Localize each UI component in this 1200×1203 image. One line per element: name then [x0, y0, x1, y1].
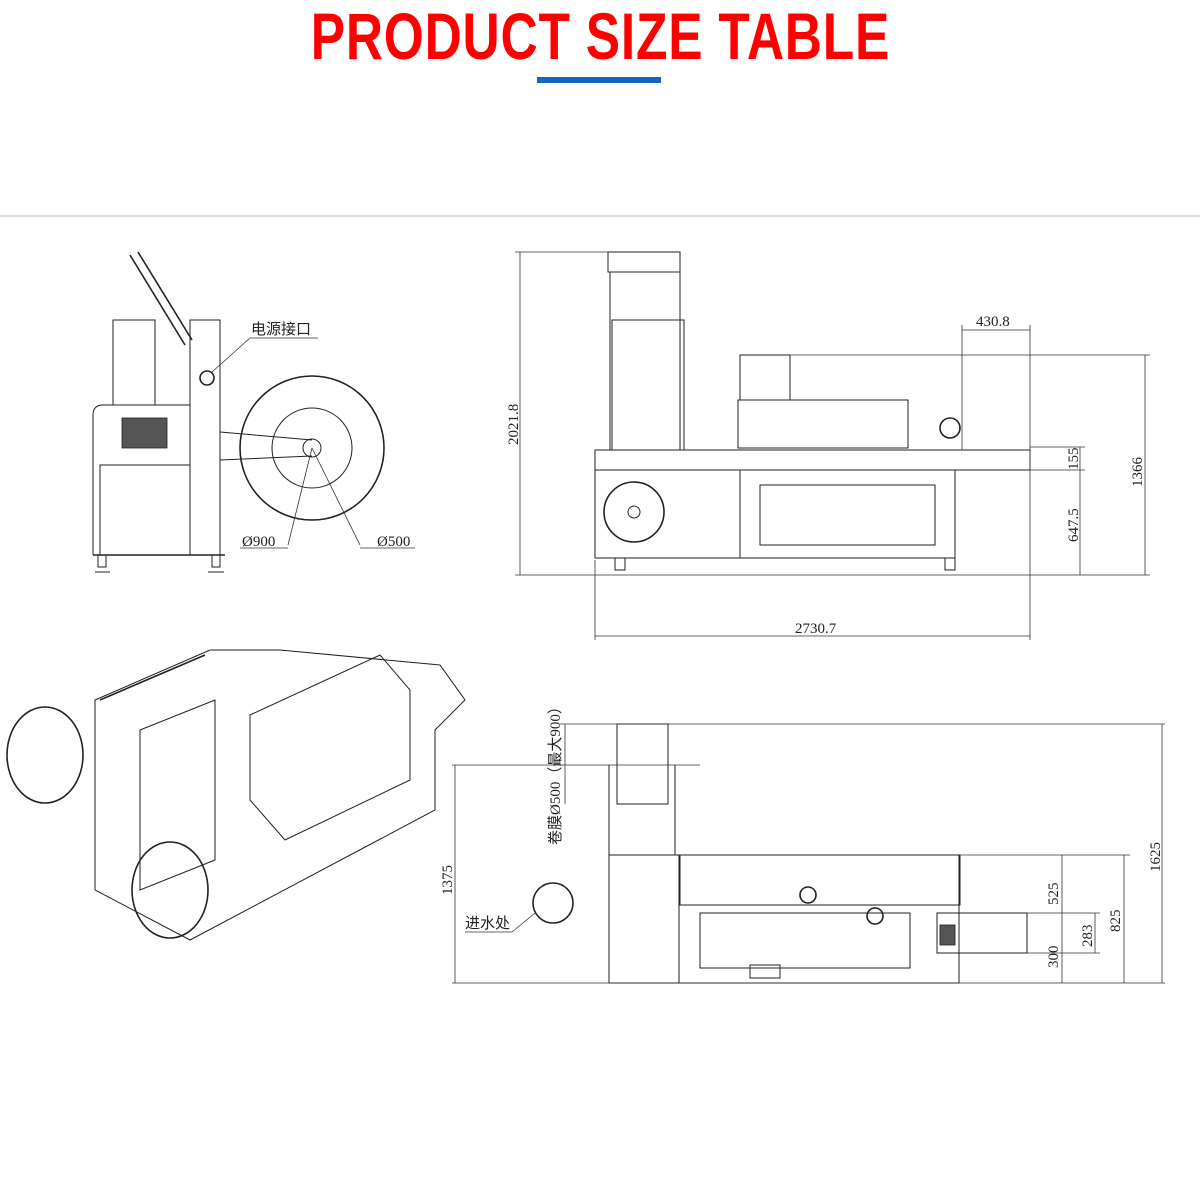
conveyor-height-label: 155: [1066, 448, 1082, 471]
conveyor-width-label: 283: [1080, 925, 1096, 948]
outfeed-length-label: 430.8: [976, 314, 1010, 330]
table-height-label: 647.5: [1066, 508, 1082, 542]
isometric-view-drawing: [6, 649, 466, 941]
upper-section-label: 525: [1046, 883, 1062, 906]
total-length-label: 2730.7: [795, 621, 837, 637]
roll-inner-diameter-label: Ø500: [377, 534, 410, 550]
machine-height-label: 1366: [1130, 457, 1146, 488]
water-inlet-label: 进水处: [465, 915, 510, 932]
power-port-label: 电源接口: [251, 321, 311, 338]
page-title-text: PRODUCT SIZE TABLE: [310, 0, 890, 73]
lower-section-label: 300: [1046, 946, 1062, 969]
body-width-label: 825: [1108, 910, 1124, 933]
roll-center-offset-label: 1375: [440, 865, 456, 895]
top-view-drawing: 卷膜Ø500（最大900） 进水处 1375 1625 825 525 283 …: [440, 699, 1165, 984]
side-view-drawing: 电源接口 Ø900 Ø500: [92, 251, 415, 573]
title-underline: [537, 77, 661, 83]
total-height-label: 2021.8: [506, 404, 522, 445]
total-width-label: 1625: [1148, 842, 1164, 872]
roll-outer-diameter-label: Ø900: [242, 534, 275, 550]
film-roll-label: 卷膜Ø500（最大900）: [547, 699, 564, 845]
page-title: PRODUCT SIZE TABLE: [0, 0, 1200, 72]
section-divider: [0, 215, 1200, 217]
front-view-drawing: 2021.8 430.8 155 647.5 1366 2730.7: [506, 251, 1150, 640]
